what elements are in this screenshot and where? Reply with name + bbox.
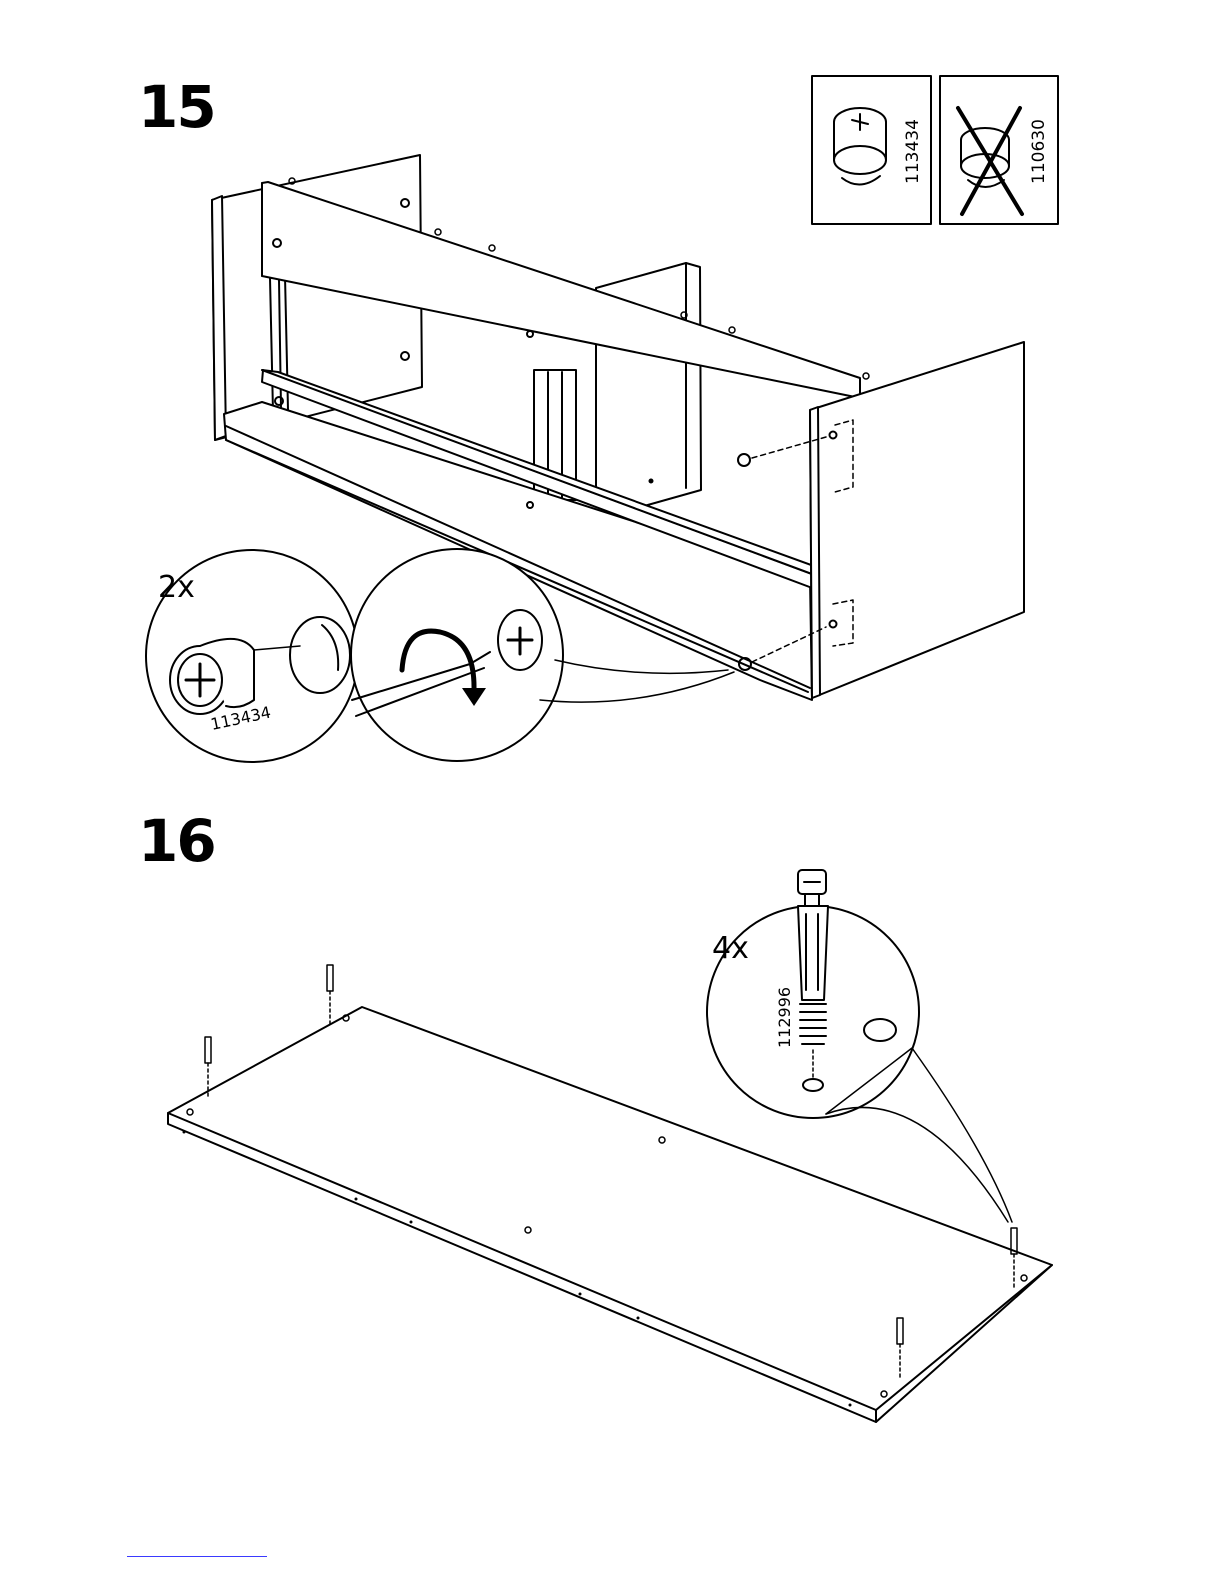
step-16-panel-illustration [168, 965, 1052, 1422]
cam-lock-upper [738, 454, 750, 466]
detail-circle-screwdriver [351, 549, 563, 761]
detail-circle-cam-screw [707, 870, 919, 1118]
footer-rule [127, 1556, 267, 1557]
reference-part-number-correct: 113434 [903, 119, 923, 184]
quantity-label-step-16: 4x [712, 931, 749, 966]
quantity-label-step-15: 2x [158, 570, 195, 605]
reference-part-number-incorrect: 110630 [1029, 119, 1049, 184]
bottom-board [168, 1007, 1052, 1422]
part-number-step-16: 112996 [775, 987, 794, 1048]
